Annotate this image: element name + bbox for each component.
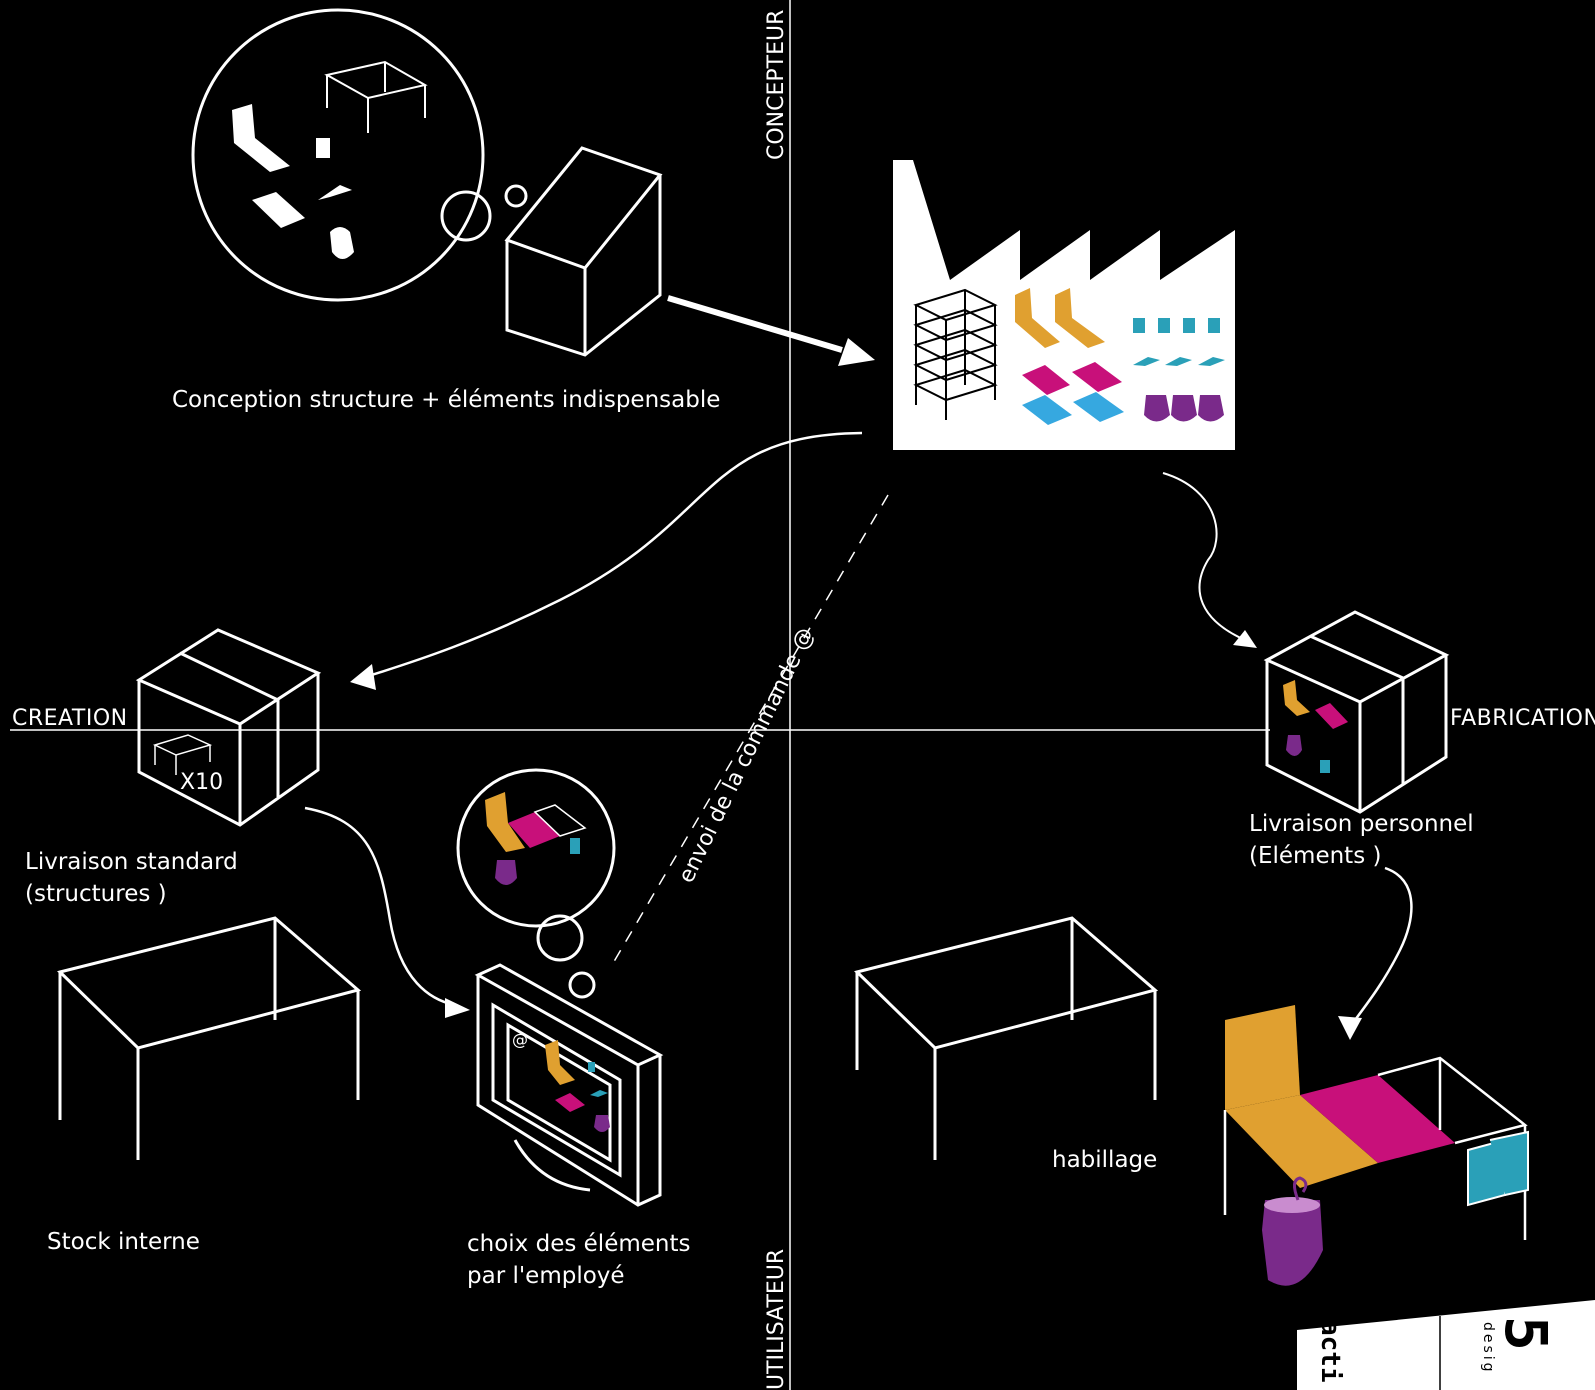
factory-blue-panels xyxy=(1022,392,1124,425)
arrow-factory-to-creation-head xyxy=(350,664,376,690)
habillage-table-structure xyxy=(854,916,1159,1160)
arrow-to-factory-head xyxy=(838,338,875,366)
bubble-elements-icons xyxy=(232,104,354,259)
logo-text: acti xyxy=(1315,1320,1345,1383)
arrow-factory-to-fabrication-head xyxy=(1233,630,1257,648)
bubble-employee-stand xyxy=(485,792,587,885)
factory-orange-chairs xyxy=(1015,288,1105,348)
label-habillage: habillage xyxy=(1052,1147,1158,1173)
label-stock-interne: Stock interne xyxy=(47,1229,200,1255)
creation-box-structure-icon xyxy=(152,734,213,775)
thought-bubble-concepteur xyxy=(191,8,528,302)
dashed-order-line xyxy=(611,494,889,966)
label-choix-elements: choix des éléments xyxy=(467,1231,691,1257)
axis-label-utilisateur: UTILISATEUR xyxy=(764,1248,789,1390)
logo-sub: desig xyxy=(1480,1322,1496,1375)
logo-number: 5 xyxy=(1492,1316,1560,1351)
thought-bubble-employee xyxy=(456,768,616,999)
axis-label-creation: CREATION xyxy=(12,706,128,731)
label-livraison-standard-sub: (structures ) xyxy=(25,881,167,907)
fabrication-box-elements xyxy=(1283,680,1348,773)
arrow-creation-to-monitor xyxy=(304,806,456,1007)
fabrication-box xyxy=(1263,610,1450,814)
factory-magenta-panels xyxy=(1022,362,1122,395)
monitor-screen-elements xyxy=(545,1040,610,1132)
box-count-label: X10 xyxy=(180,770,224,795)
arrow-to-habillage-head xyxy=(1338,1016,1362,1040)
arrow-creation-to-monitor-head xyxy=(445,998,470,1018)
label-livraison-personnel: Livraison personnel xyxy=(1249,811,1474,837)
label-livraison-standard: Livraison standard xyxy=(25,849,238,875)
factory-purple-vases xyxy=(1144,395,1224,422)
arrow-to-habillage xyxy=(1353,866,1413,1021)
arrow-factory-to-creation xyxy=(361,431,863,680)
label-livraison-personnel-sub: (Eléments ) xyxy=(1249,843,1382,869)
arrow-to-factory xyxy=(667,295,843,353)
creation-box xyxy=(135,628,322,827)
screen-at-symbol: @ xyxy=(512,1030,528,1049)
arrow-factory-to-fabrication xyxy=(1162,472,1246,641)
bubble-structure-icon xyxy=(324,60,428,133)
axis-label-concepteur: CONCEPTEUR xyxy=(764,9,789,160)
stock-table-structure xyxy=(57,916,362,1160)
label-conception: Conception structure + éléments indispen… xyxy=(172,387,721,413)
monitor-icon xyxy=(474,963,664,1207)
logo-badge xyxy=(1297,1300,1595,1390)
factory-cyan-tags xyxy=(1133,318,1225,366)
label-choix-elements-sub: par l'employé xyxy=(467,1263,625,1289)
factory-shelf-icon xyxy=(913,288,998,420)
head-box xyxy=(504,146,663,357)
final-stand xyxy=(1223,1005,1529,1286)
axis-label-fabrication: FABRICATION xyxy=(1450,706,1595,731)
